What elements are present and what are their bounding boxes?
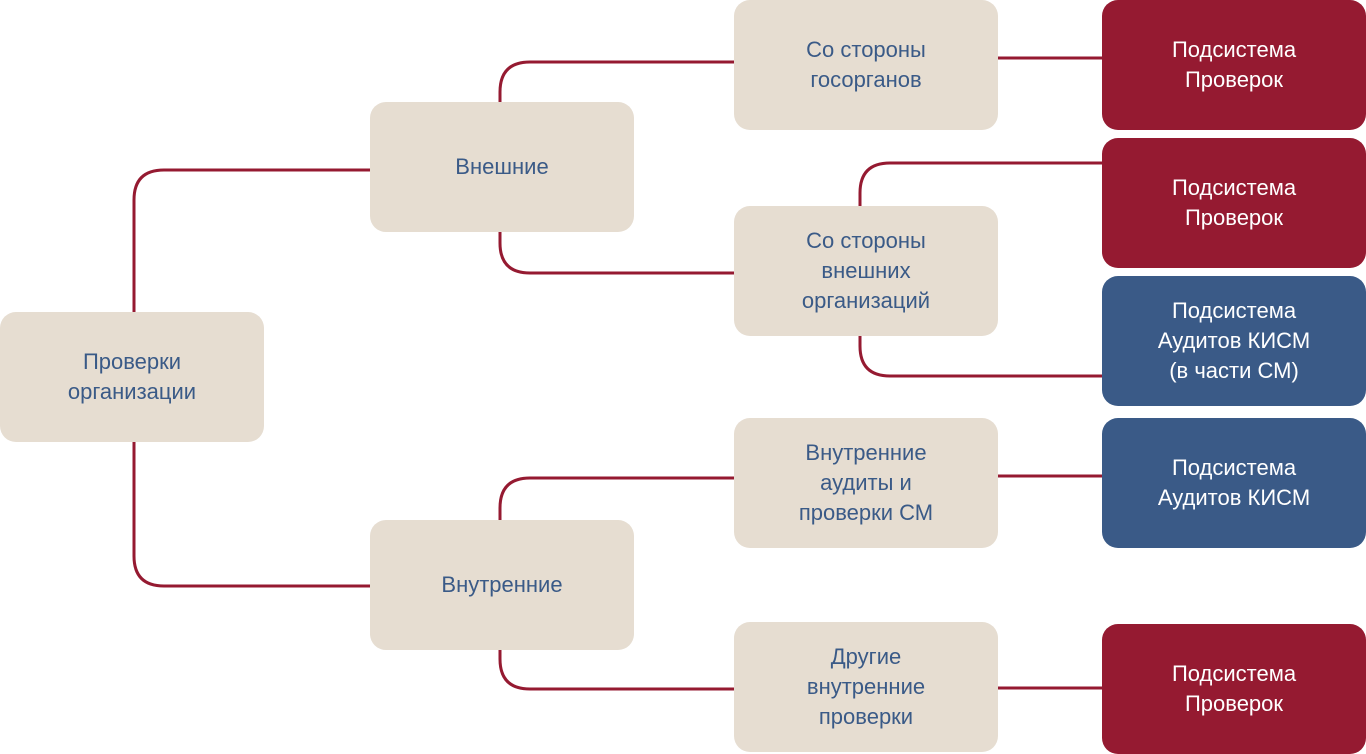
node-label: Проверки организации <box>67 349 197 404</box>
node-label: Внутренние аудиты и проверки СМ <box>798 440 934 525</box>
node-subsystem-checks-3: Подсистема Проверок <box>1102 624 1366 754</box>
node-other-internal: Другие внутренние проверки <box>734 622 998 752</box>
connector-internal-intaud <box>498 476 734 520</box>
node-label: Внутренние <box>441 572 563 597</box>
node-internal: Внутренние <box>370 520 634 650</box>
connector-external-gov <box>498 60 734 102</box>
node-label: Другие внутренние проверки <box>806 644 926 729</box>
node-label: Со стороны внешних организаций <box>801 228 931 313</box>
connector-internal-other <box>498 650 734 691</box>
node-subsystem-checks-2: Подсистема Проверок <box>1102 138 1366 268</box>
connector-root-internal <box>132 442 370 588</box>
node-external: Внешние <box>370 102 634 232</box>
connector-external-extorg <box>498 232 734 275</box>
node-subsystem-checks-1: Подсистема Проверок <box>1102 0 1366 130</box>
node-label: Внешние <box>455 154 549 179</box>
node-label: Подсистема Проверок <box>1171 37 1297 92</box>
node-label: Подсистема Аудитов КИСМ (в части СМ) <box>1157 298 1311 383</box>
node-subsystem-kism-audits: Подсистема Аудитов КИСМ <box>1102 418 1366 548</box>
node-organization-audits: Проверки организации <box>0 312 264 442</box>
connector-root-external <box>132 168 370 312</box>
node-gov-bodies: Со стороны госорганов <box>734 0 998 130</box>
connector-extorg-s3 <box>858 336 1102 378</box>
node-external-orgs: Со стороны внешних организаций <box>734 206 998 336</box>
node-label: Со стороны госорганов <box>806 37 926 92</box>
node-subsystem-kism-audits-partial: Подсистема Аудитов КИСМ (в части СМ) <box>1102 276 1366 406</box>
node-label: Подсистема Проверок <box>1171 661 1297 716</box>
node-label: Подсистема Проверок <box>1171 175 1297 230</box>
node-internal-audits: Внутренние аудиты и проверки СМ <box>734 418 998 548</box>
node-label: Подсистема Аудитов КИСМ <box>1157 455 1311 510</box>
connector-extorg-s2 <box>858 161 1102 206</box>
